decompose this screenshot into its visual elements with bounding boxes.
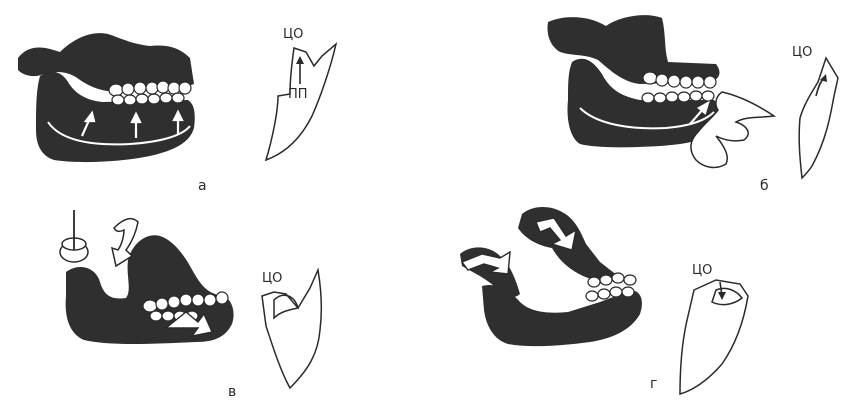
panel-c: ЦО в bbox=[60, 210, 321, 400]
panel-c-mark-co: ЦО bbox=[262, 271, 282, 286]
panel-b: ЦО б bbox=[548, 15, 839, 194]
panel-a-mark-pp: ПП bbox=[288, 87, 308, 102]
panel-a: ЦО ПП а bbox=[18, 27, 336, 194]
panel-d-condyle-cap bbox=[712, 288, 742, 304]
panel-c-letter: в bbox=[228, 384, 236, 400]
panel-c-condyle-cap bbox=[274, 295, 298, 318]
panel-d-letter: г bbox=[650, 376, 657, 392]
panel-b-letter: б bbox=[760, 178, 769, 194]
panel-a-mark-co: ЦО bbox=[283, 27, 303, 42]
panel-d: ЦО г bbox=[460, 207, 748, 394]
panel-d-mark-co: ЦО bbox=[692, 263, 712, 278]
panel-d-condyle-arrowhead bbox=[718, 292, 726, 300]
panel-c-condyle-outline bbox=[262, 270, 321, 388]
panel-b-condyle-outline bbox=[799, 58, 838, 178]
panel-a-pp-arrowhead bbox=[296, 56, 304, 64]
panel-b-mark-co: ЦО bbox=[792, 45, 812, 60]
panel-a-letter: а bbox=[198, 178, 207, 194]
panel-d-teeth bbox=[586, 273, 636, 301]
